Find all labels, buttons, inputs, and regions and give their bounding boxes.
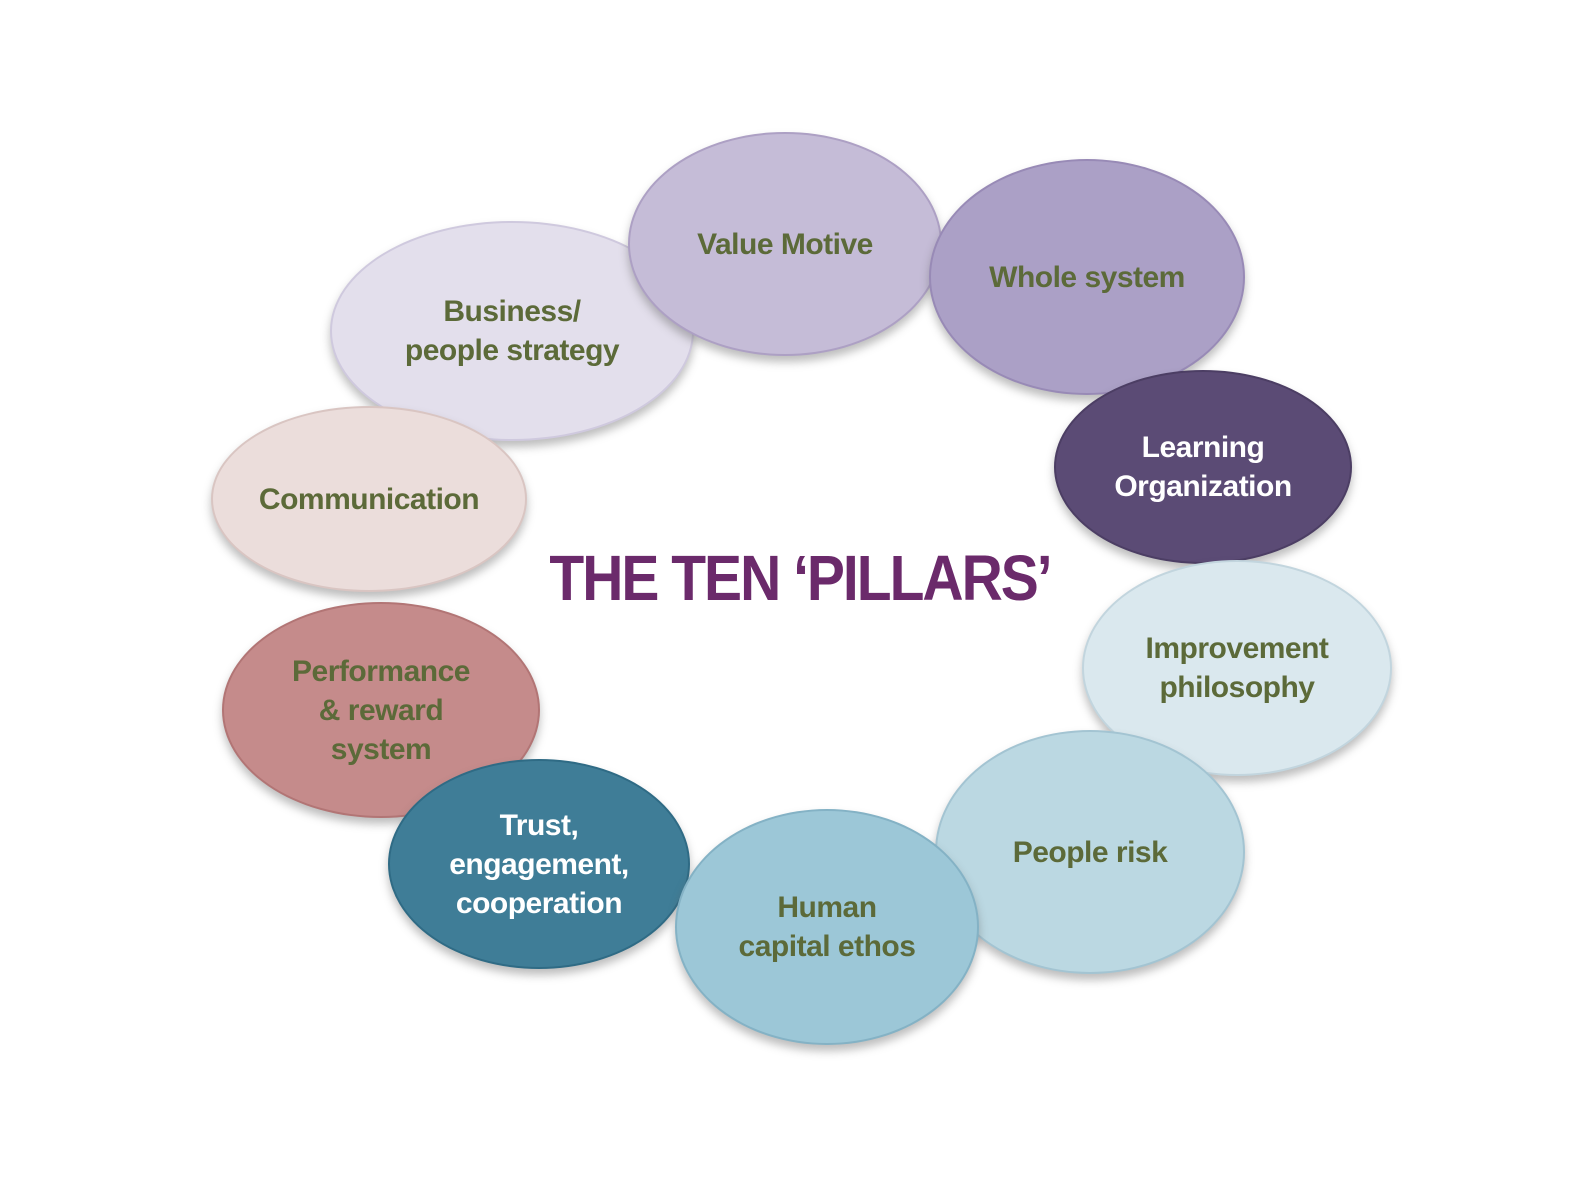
pillar-label: Whole system bbox=[989, 260, 1185, 294]
pillar-whole-system: Whole system bbox=[929, 159, 1245, 395]
pillar-communication: Communication bbox=[211, 406, 527, 592]
pillar-value-motive: Value Motive bbox=[628, 132, 942, 356]
pillar-label: Human capital ethos bbox=[738, 891, 916, 963]
pillar-label: Trust, engagement, cooperation bbox=[449, 808, 629, 920]
pillar-human-capital-ethos: Human capital ethos bbox=[675, 809, 979, 1045]
pillar-trust-engagement-cooperation: Trust, engagement, cooperation bbox=[388, 759, 690, 969]
pillar-people-risk: People risk bbox=[935, 730, 1245, 974]
pillar-label: Value Motive bbox=[697, 227, 873, 261]
pillar-label: People risk bbox=[1012, 835, 1168, 869]
pillar-label: Learning Organization bbox=[1114, 431, 1292, 503]
pillar-label: Performance & reward system bbox=[292, 654, 470, 766]
pillar-label: Improvement philosophy bbox=[1145, 632, 1329, 704]
pillar-learning-organization: Learning Organization bbox=[1054, 370, 1352, 564]
diagram-title: THE TEN ‘PILLARS’ bbox=[549, 543, 1052, 615]
pillar-label: Communication bbox=[258, 482, 480, 516]
pillar-label: Business/ people strategy bbox=[404, 295, 620, 367]
